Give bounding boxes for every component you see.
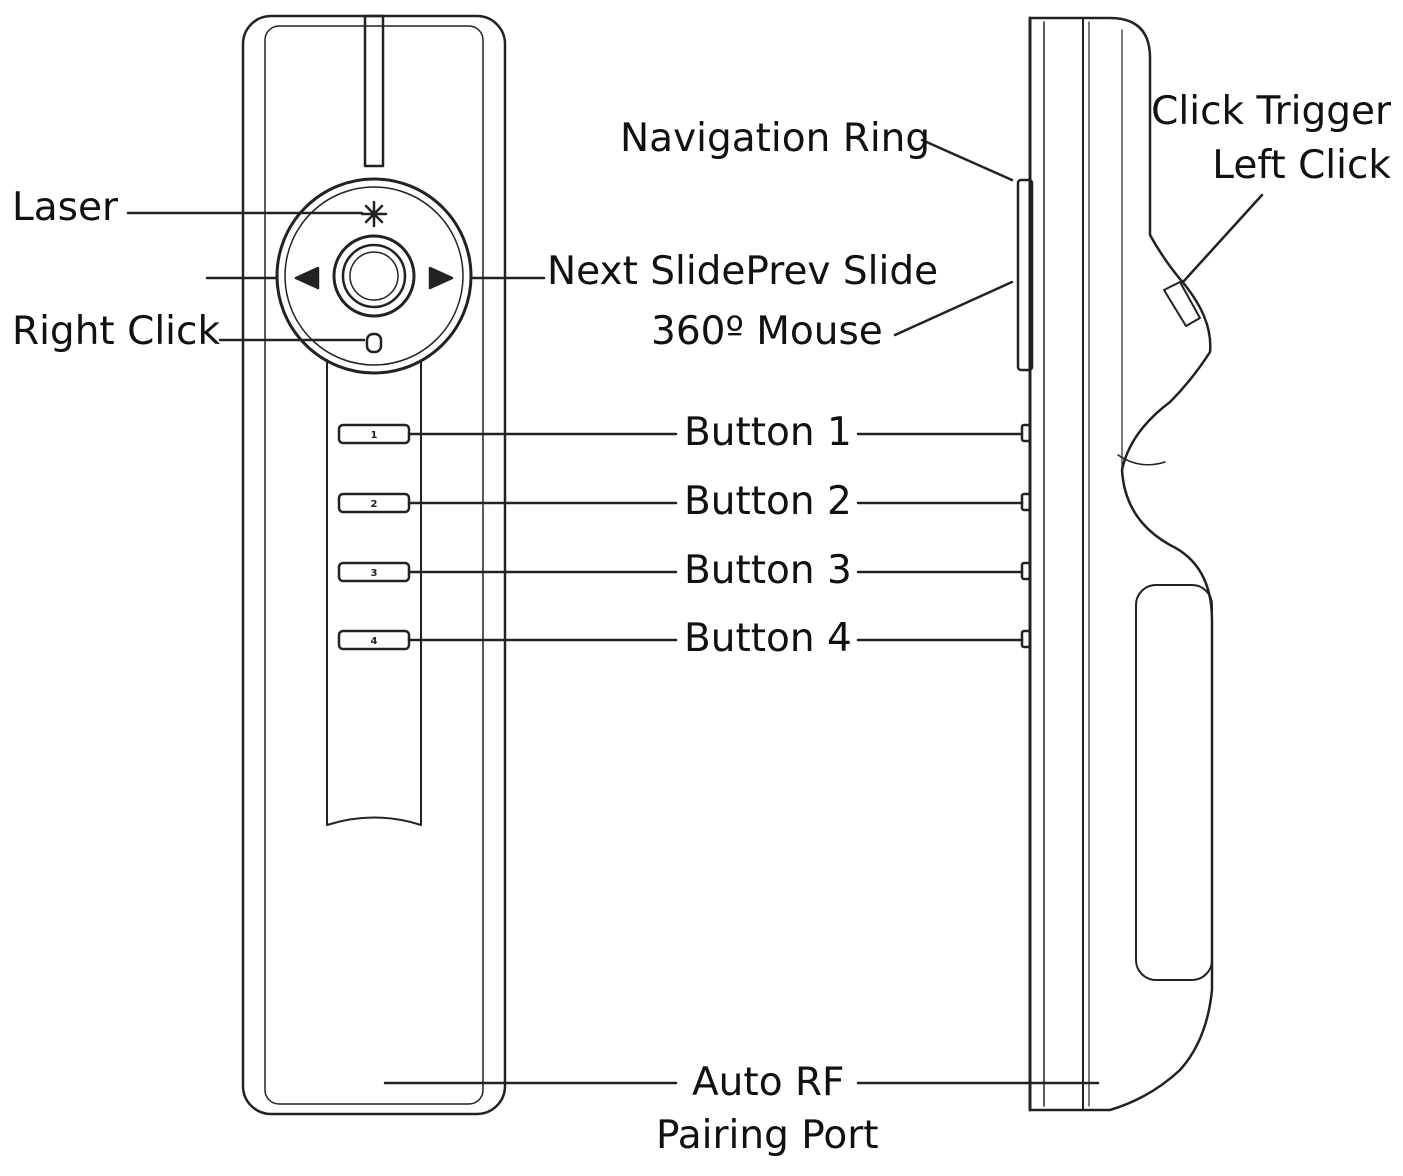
button-3-number: 3: [371, 568, 378, 579]
button-2-number: 2: [371, 499, 378, 510]
navigation-ring: [275, 177, 473, 375]
mouse-icon: [365, 332, 383, 354]
pairing-port-label-line1: Auto RF: [692, 1060, 845, 1105]
battery-door: [1135, 584, 1213, 981]
button-3-label: Button 3: [684, 548, 852, 593]
side-navigation-ring: [1016, 178, 1034, 372]
button-panel: [326, 359, 422, 826]
click-trigger-label: Click Trigger: [1151, 89, 1391, 134]
laser-star-icon: [360, 200, 388, 228]
leader-lines: [126, 138, 1264, 1085]
right-click-label: Right Click: [12, 309, 221, 354]
side-view: [1016, 16, 1214, 1112]
navigation-ring-label: Navigation Ring: [620, 116, 931, 161]
left-click-label: Left Click: [1212, 143, 1391, 188]
front-view: [241, 14, 507, 1116]
laser-label: Laser: [12, 185, 118, 230]
navigation-ring-leader: [920, 138, 1014, 182]
side-button-4: [1020, 629, 1032, 649]
mouse-stick-outer: [332, 234, 416, 318]
side-button-1: [1020, 423, 1032, 443]
mouse-stick: [341, 243, 407, 309]
mouse-leader: [893, 280, 1014, 337]
prev-arrow-icon: [294, 266, 320, 290]
next-arrow-icon: [428, 266, 454, 290]
button-2-label: Button 2: [684, 479, 852, 524]
button-1-number: 1: [371, 430, 378, 441]
pairing-port-label-line2: Pairing Port: [656, 1113, 879, 1158]
front-body-inner: [264, 25, 484, 1105]
side-button-3: [1020, 561, 1032, 581]
side-body: [1028, 16, 1214, 1112]
front-body-outer: [241, 14, 507, 1116]
navigation-ring-inner: [284, 186, 464, 366]
button-4-label: Button 4: [684, 616, 852, 661]
laser-slot: [363, 14, 385, 168]
next-prev-slide-label: Next SlidePrev Slide: [547, 249, 939, 294]
trigger-leader: [1181, 193, 1264, 284]
button-4-number: 4: [371, 636, 378, 647]
button-1-label: Button 1: [684, 410, 852, 455]
side-button-2: [1020, 492, 1032, 512]
mouse-label: 360º Mouse: [651, 309, 883, 354]
